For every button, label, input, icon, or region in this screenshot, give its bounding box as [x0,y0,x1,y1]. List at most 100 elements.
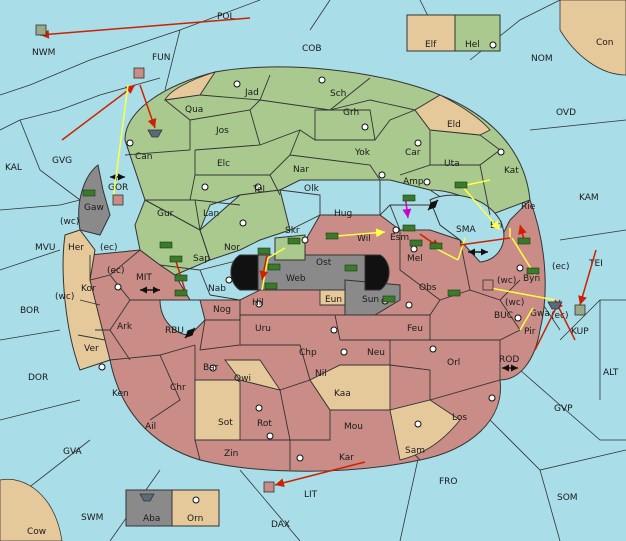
label-amp: Amp [403,177,424,187]
sea-label-alt: ALT [603,368,619,378]
label-rie: Rie [521,202,536,212]
sea-label-mit: MIT [136,273,152,283]
label-grh: Grh [343,108,359,118]
label-wc-kor: (wc) [55,292,74,302]
label-byn: Byn [523,274,540,284]
label-can: Can [135,152,153,162]
province-sun[interactable] [344,279,401,316]
label-mou: Mou [344,422,363,432]
label-elc: Elc [217,159,230,169]
label-zin: Zin [224,449,238,459]
label-jos: Jos [215,126,229,136]
label-jad: Jad [244,88,259,98]
sea-label-sma: SMA [456,225,476,235]
label-kar: Kar [339,453,354,463]
label-car: Car [405,148,421,158]
sea-label-fro: FRO [439,477,458,487]
province-orn[interactable] [171,489,220,527]
sea-label-buc: BUC [494,311,513,321]
province-eld[interactable] [414,94,491,136]
label-gaw: Gaw [84,203,104,213]
region-tan-west [62,229,111,371]
label-nil: Nil [315,369,327,379]
label-wc-byn: (wc) [497,276,516,286]
label-hil: Hil [252,298,264,308]
sea-label-gva: GVA [63,447,83,457]
label-ec-gwa: (ec) [551,311,569,321]
label-wc-gwa: (wc) [505,298,524,308]
province-sam[interactable] [389,399,461,461]
label-skr: Skr [285,226,300,236]
sea-label-nom: NOM [531,54,553,64]
supply-centers [98,41,524,504]
sea-label-gvg: GVG [52,156,72,166]
label-rot: Rot [257,419,272,429]
label-ken: Ken [112,389,129,399]
label-obs: Obs [419,283,437,293]
label-nor: Nor [224,243,240,253]
label-kor: Kor [81,284,96,294]
sea-label-kal: KAL [5,163,22,173]
label-qwi: Qwi [234,374,251,384]
label-kat: Kat [504,166,519,176]
sea-label-som: SOM [557,493,578,503]
label-gur: Gur [157,209,174,219]
label-ost: Ost [316,258,332,268]
label-kaa: Kaa [334,389,351,399]
label-ec-her: (ec) [100,243,118,253]
province-kaa[interactable] [309,364,391,411]
label-elf: Elf [425,40,437,50]
label-sun: Sun [362,295,379,305]
sea-label-pol: POL [217,12,235,22]
province-qwi[interactable] [224,359,282,391]
label-hug: Hug [334,209,352,219]
adjacency-arrows [110,173,518,372]
label-ver: Ver [84,344,99,354]
sea-label-bor: BOR [20,306,39,316]
sea-label-cob: COB [302,44,322,54]
label-ark: Ark [117,322,133,332]
label-sot: Sot [218,418,233,428]
sea-label-dax: DAX [271,520,290,530]
label-los: Los [452,413,467,423]
sea-label-kup: KUP [571,327,589,337]
label-sch: Sch [330,89,346,99]
province-elf[interactable] [406,14,456,52]
lake-rbu [159,299,206,336]
label-bar: Bar [203,363,219,373]
label-chr: Chr [170,383,186,393]
label-neu: Neu [367,348,385,358]
sea-label-ovd: OVD [556,108,576,118]
label-nar: Nar [293,165,309,175]
label-eld: Eld [447,120,461,130]
label-sap: Sap [193,254,210,264]
label-orn: Orn [187,514,203,524]
label-esm: Esm [390,233,409,243]
label-nog: Nog [213,305,231,315]
sea-label-tei: TEI [588,259,603,269]
label-tel: Tel [252,185,265,195]
sea-label-swm: SWM [81,513,103,523]
province-qua[interactable] [164,71,217,101]
land-labels: Elf Hel Jad Sch Qua Jos Grh Eld Can Yok … [68,40,550,524]
province-sot[interactable] [194,379,241,441]
label-web: Web [286,274,306,284]
label-nab: Nab [208,284,226,294]
sea-label-rod: ROD [499,355,519,365]
label-pir: Pir [524,327,536,337]
sea-label-cow: Cow [27,527,46,537]
province-gaw[interactable] [78,164,111,236]
sea-label-rbu: RBU [165,326,184,336]
label-uta: Uta [444,159,460,169]
sea-label-gor: GOR [108,183,128,193]
label-eun: Eun [325,295,342,305]
coast-labels: (wc) (ec) (ec) (wc) (wc) (ec) (wc) (ec) [55,217,570,321]
sea-label-lit: LIT [304,490,318,500]
label-ail: Ail [145,422,156,432]
label-sam: Sam [405,446,425,456]
label-mel: Mel [407,254,423,264]
label-uru: Uru [255,324,271,334]
label-olk: Olk [304,184,320,194]
label-gwa: Gwa [530,309,550,319]
